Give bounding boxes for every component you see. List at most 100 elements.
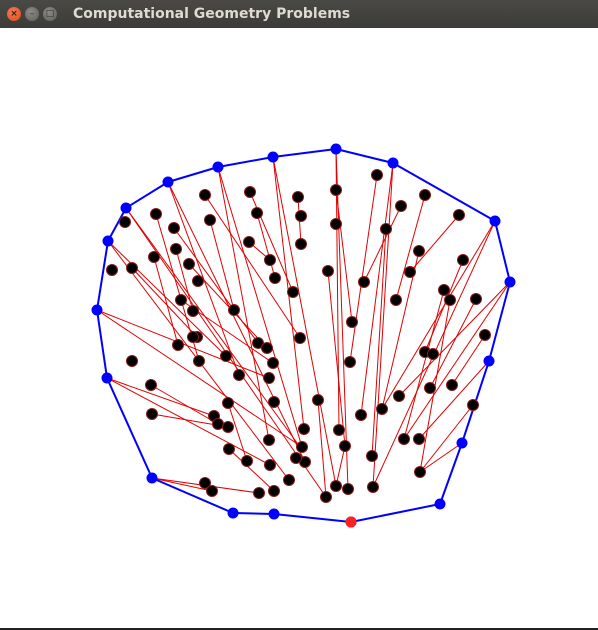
interior-point [150,208,162,220]
edge-line [360,162,394,416]
hull-edge [272,148,337,158]
hull-point [91,304,103,316]
interior-point [222,397,234,409]
hull-point [387,157,399,169]
edge-line [167,181,240,376]
interior-point [366,450,378,462]
interior-point [344,356,356,368]
hull-point [268,508,280,520]
interior-point [390,294,402,306]
hull-edge [494,220,511,283]
hull-point [102,235,114,247]
hull-edge [335,148,394,164]
hull-edge [96,309,108,379]
interior-points [106,169,491,503]
interior-point [183,258,195,270]
interior-point [479,329,491,341]
hull-edge [125,181,169,209]
interior-point [263,434,275,446]
edge-line [151,477,213,492]
interior-point [206,485,218,497]
interior-point [126,355,138,367]
hull-point [101,372,113,384]
edge-line [107,240,227,357]
interior-point [446,379,458,391]
edge-line [175,248,194,312]
edge-line [106,377,271,466]
hull-edge [106,377,153,479]
edge-line [335,445,346,487]
interior-point [193,355,205,367]
interior-point [175,294,187,306]
edge-line [451,334,486,386]
hull-point [483,355,495,367]
interior-point [470,293,482,305]
edge-line [106,377,215,417]
edge-line [372,162,394,488]
interior-point [145,379,157,391]
interior-point [269,272,281,284]
geometry-canvas[interactable] [0,28,598,628]
hull-point [120,202,132,214]
hull-edge [350,503,441,523]
interior-point [367,481,379,493]
interior-point [330,480,342,492]
edge-line [204,194,301,339]
interior-point [241,455,253,467]
window-controls: × – □ [7,7,61,21]
interior-point [268,485,280,497]
edge-line [131,267,198,338]
minimize-icon[interactable]: – [25,7,39,21]
interior-point [187,305,199,317]
interior-point [339,440,351,452]
hull-edge [151,477,234,514]
interior-point [322,265,334,277]
hull-edge [217,156,274,168]
hull-point [146,472,158,484]
interior-point [296,441,308,453]
interior-point [358,276,370,288]
edge-line [317,399,327,498]
interior-point [199,477,211,489]
interior-point [222,421,234,433]
hull-edge [96,240,109,311]
edge-line [209,219,235,311]
interior-point [404,266,416,278]
interior-point [342,483,354,495]
maximize-icon[interactable]: □ [43,7,57,21]
edge-line [228,448,275,492]
interior-point [467,399,479,411]
interior-point [168,222,180,234]
interior-point [267,357,279,369]
title-bar[interactable]: × – □ Computational Geometry Problems [0,0,598,28]
interior-point [457,254,469,266]
interior-point [253,487,265,499]
interior-point [290,452,302,464]
close-icon[interactable]: × [7,7,21,21]
window-bottom-border [0,628,598,630]
edge-line [403,281,511,440]
edge-line [153,256,179,346]
interior-point [220,350,232,362]
interior-point [187,331,199,343]
edge-line [272,156,337,487]
hull-edge [392,162,496,222]
edge-line [217,166,270,441]
interior-point [261,342,273,354]
edge-line [398,281,511,397]
interior-point [419,189,431,201]
root-point [345,516,357,528]
interior-point [294,332,306,344]
edge-line [418,360,490,440]
interior-point [330,218,342,230]
window-title: Computational Geometry Problems [73,6,351,22]
edge-line [167,181,306,463]
edge-line [96,309,303,448]
hull-edge [107,207,127,242]
edge-line [227,402,248,462]
hull-edge [439,442,463,505]
interior-point [380,223,392,235]
interior-point [233,369,245,381]
interior-point [244,186,256,198]
hull-edge [273,513,352,523]
